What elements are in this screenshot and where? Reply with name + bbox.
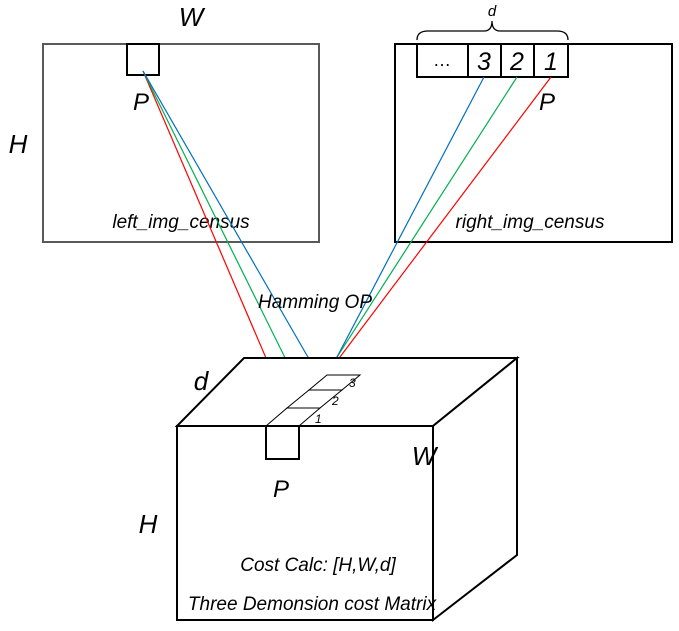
cube-pixel-label: P xyxy=(273,476,289,503)
left-pixel-label: P xyxy=(133,89,149,116)
right-image-caption: right_img_census xyxy=(456,212,605,233)
hamming-op-label: Hamming OP xyxy=(258,292,372,313)
cube-pixel-box xyxy=(265,425,300,460)
cube-front-face xyxy=(176,425,434,621)
right-image-panel: … 3 2 1 d P right_img_census xyxy=(394,3,673,243)
line-right-green xyxy=(311,76,518,397)
disparity-brace-label: d xyxy=(488,3,497,20)
cost-calc-label: Cost Calc: [H,W,d] xyxy=(240,555,396,576)
left-pixel-box xyxy=(126,43,160,76)
depth-slice-1-label: 1 xyxy=(315,412,322,426)
line-left-blue xyxy=(142,70,321,379)
left-image-caption: left_img_census xyxy=(112,212,250,233)
disparity-cell-2-label: 2 xyxy=(509,48,524,76)
cube-caption: Three Demonsion cost Matrix xyxy=(188,594,438,615)
line-right-blue xyxy=(325,76,485,379)
left-width-label: W xyxy=(179,2,206,32)
disparity-cell-3 xyxy=(467,43,502,78)
line-left-green xyxy=(142,70,305,397)
matching-lines xyxy=(142,70,552,415)
line-left-red xyxy=(142,70,291,415)
disparity-cell-ellipsis-label: … xyxy=(433,50,451,70)
depth-slice-2-label: 2 xyxy=(331,394,339,408)
cube-depth-label: d xyxy=(194,366,210,396)
left-image-frame xyxy=(42,43,320,243)
disparity-cell-1-label: 1 xyxy=(544,48,558,76)
depth-slice-3 xyxy=(307,374,362,391)
disparity-cell-1 xyxy=(533,43,569,78)
depth-slice-3-label: 3 xyxy=(349,376,356,390)
cost-volume-cube: 3 2 1 d W H P Cost Calc: [H,W,d] Three D… xyxy=(139,355,520,623)
disparity-brace xyxy=(416,20,569,41)
left-image-panel: W H P left_img_census xyxy=(9,2,320,243)
cube-height-label: H xyxy=(139,509,158,539)
cube-width-label: W xyxy=(412,441,439,471)
right-pixel-label: P xyxy=(539,89,555,116)
left-height-label: H xyxy=(9,129,28,159)
disparity-cell-3-label: 3 xyxy=(477,48,491,76)
